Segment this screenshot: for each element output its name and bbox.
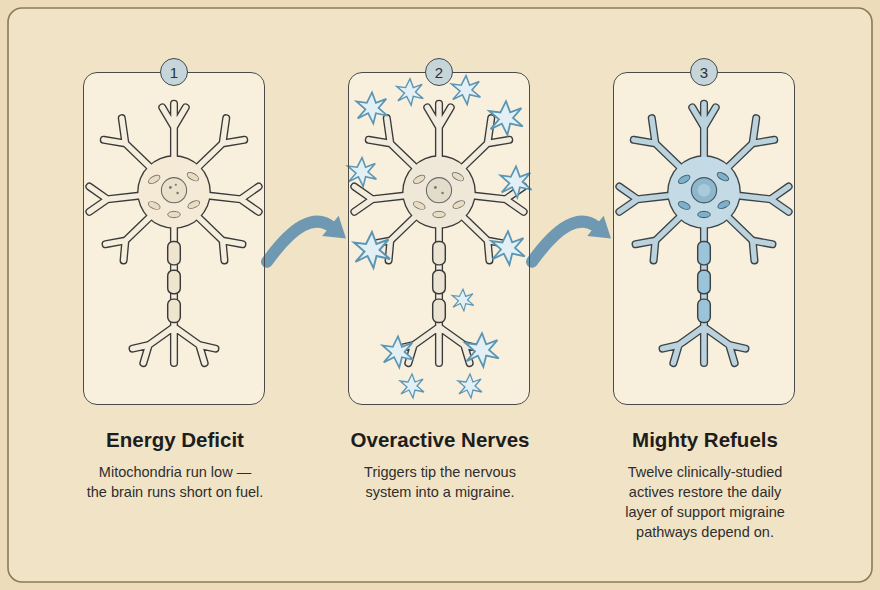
step-number-badge: 2 (425, 58, 453, 86)
step-number-badge: 3 (690, 58, 718, 86)
step-number: 2 (435, 65, 443, 80)
step-description: Twelve clinically-studied actives restor… (603, 462, 807, 542)
flow-arrow (267, 216, 346, 262)
neuron-figure (89, 104, 258, 363)
step-heading: Overactive Nerves (337, 428, 543, 453)
arrow-head (587, 216, 611, 239)
step-panel: Overactive NervesTriggers tip the nervou… (348, 72, 530, 405)
step-number: 3 (700, 65, 708, 80)
flow-arrow (532, 216, 611, 262)
panel-ground (613, 72, 795, 405)
step-description: Mitochondria run low — the brain runs sh… (64, 462, 286, 502)
step-panel: Energy DeficitMitochondria run low — the… (83, 72, 265, 405)
step-heading: Mighty Refuels (603, 428, 807, 453)
step-caption: Overactive NervesTriggers tip the nervou… (337, 428, 543, 502)
step-caption: Energy DeficitMitochondria run low — the… (64, 428, 286, 502)
outer-frame (8, 8, 872, 582)
step-panel: Mighty RefuelsTwelve clinically-studied … (613, 72, 795, 405)
nerve-spark (348, 76, 532, 398)
panel-ground (83, 72, 265, 405)
neuron-figure (354, 104, 523, 363)
panel-ground (348, 72, 530, 405)
arrow-shaft (267, 222, 332, 262)
arrow-head (322, 216, 346, 239)
arrow-shaft (532, 222, 597, 262)
step-caption: Mighty RefuelsTwelve clinically-studied … (603, 428, 807, 542)
step-number-badge: 1 (160, 58, 188, 86)
step-number: 1 (170, 65, 178, 80)
step-description: Triggers tip the nervous system into a m… (337, 462, 543, 502)
step-heading: Energy Deficit (64, 428, 286, 453)
neuron-figure (619, 104, 788, 363)
